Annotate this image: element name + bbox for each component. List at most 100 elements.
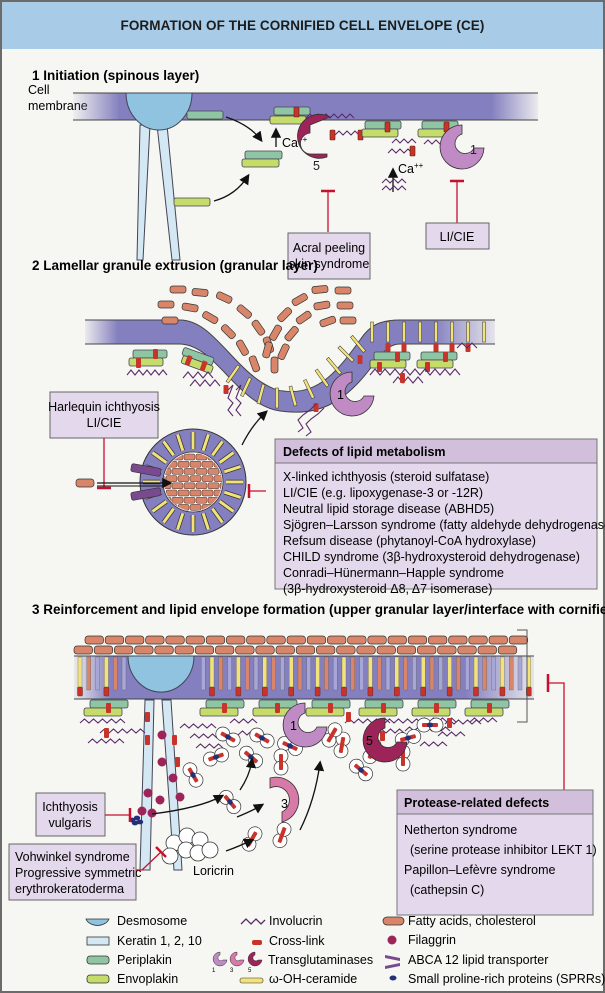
periplakin (186, 110, 224, 120)
crosslink (103, 686, 110, 697)
transglutaminase-1 (282, 702, 328, 748)
fatty-acid (339, 316, 357, 325)
crosslink (381, 703, 386, 713)
fatty-acid (457, 645, 477, 655)
section-2-heading: 2 Lamellar granule extrusion (granular l… (32, 258, 318, 273)
legend-label: Periplakin (117, 953, 172, 967)
disease-box-text: vulgaris (48, 816, 91, 830)
ceramide (151, 451, 168, 464)
crosslink (526, 686, 532, 697)
crosslink (487, 703, 492, 713)
fatty-acid (171, 468, 184, 475)
legend-label: Small proline-rich proteins (SPRRs) (408, 972, 605, 986)
ceramide-icon (239, 977, 264, 984)
ceramide (211, 507, 224, 524)
crosslink (279, 754, 283, 770)
fatty-acid (235, 645, 255, 655)
filaggrin (157, 757, 167, 767)
crosslink (433, 343, 439, 352)
legend-label: Cross-link (269, 934, 325, 948)
membrane-lipid (438, 656, 443, 691)
fatty-acid (205, 635, 226, 645)
ceramide (326, 357, 342, 375)
fatty-acid (251, 319, 266, 336)
fatty-acid (277, 307, 293, 323)
fatty-acid (165, 475, 178, 482)
lipid-defect-item: Sjögren–Larsson syndrome (fatty aldehyde… (283, 518, 605, 532)
membrane-lipid (377, 656, 382, 691)
protease-box-header: Protease-related defects (404, 796, 549, 810)
involucrin (229, 718, 258, 724)
protease-defect-item: Papillon–Lefèvre syndrome (404, 863, 556, 877)
crosslink (275, 703, 280, 713)
protease-defect-item: (serine protease inhibitor LEKT 1) (410, 843, 597, 857)
cell-membrane-label-line2: membrane (28, 99, 88, 113)
fatty-acid (347, 635, 367, 645)
sprr-loricrin-complex (333, 731, 351, 759)
crosslink (314, 686, 321, 697)
fatty-acid (306, 635, 327, 645)
membrane-lipid (482, 656, 487, 691)
crosslink (367, 686, 374, 697)
fatty-acid (183, 453, 196, 461)
crosslink (106, 703, 111, 713)
fatty-acid (183, 496, 196, 504)
lipid-defect-item: LI/CIE (e.g. lipoxygenase-3 or -12R) (283, 486, 483, 500)
crosslink (449, 343, 455, 352)
membrane-lipid (262, 656, 267, 691)
legend-label: Involucrin (269, 914, 323, 928)
fatty-acid (104, 635, 125, 645)
periplakin-icon (86, 955, 110, 965)
sprr (136, 819, 144, 825)
fatty-acid (114, 645, 134, 655)
section-2: 2 Lamellar granule extrusion (granular l… (32, 258, 605, 596)
fatty-acid (428, 635, 448, 645)
loricrin-label: Loricrin (193, 864, 234, 878)
crosslink (380, 731, 385, 741)
crosslink (145, 712, 150, 722)
fatty-acid (154, 645, 174, 655)
fatty-acid (134, 645, 154, 655)
disease-box-harlequin (49, 391, 159, 439)
keratin-icon (86, 936, 110, 946)
ceramide (402, 321, 406, 343)
arrow (225, 116, 263, 143)
sprr-loricrin-complex (182, 762, 204, 788)
membrane-lipid (95, 656, 100, 691)
envoplakin (199, 707, 239, 717)
legend-label: Transglutaminases (268, 953, 373, 967)
disease-box-text: erythrokeratoderma (15, 882, 124, 896)
fatty-acid (376, 645, 396, 655)
membrane-lipid (271, 656, 276, 691)
ceramide (482, 321, 486, 343)
tg1-number: 1 (470, 143, 477, 157)
legend-label: Fatty acids, cholesterol (408, 914, 536, 928)
fatty-acid (201, 460, 214, 468)
crosslink (434, 703, 439, 713)
fatty-acid (201, 475, 214, 482)
membrane-lipid (368, 656, 373, 691)
crosslink (420, 686, 426, 697)
keratin-filament (136, 124, 151, 261)
membrane-lipid (121, 656, 127, 691)
membrane-lipid (253, 656, 259, 691)
desmosome (125, 92, 193, 131)
disease-box-text: Ichthyosis (42, 800, 98, 814)
filaggrin (147, 808, 157, 818)
membrane-lipid (350, 656, 355, 691)
crosslink (262, 686, 268, 697)
membrane-lipid (429, 656, 435, 691)
fatty-acid (213, 475, 222, 482)
calcium-label: Ca++ (282, 135, 308, 150)
ceramide (418, 321, 422, 343)
protease-defect-item: Netherton syndrome (404, 823, 517, 837)
filaggrin (143, 788, 153, 798)
fatty-acid (336, 301, 354, 310)
involucrin (87, 738, 125, 744)
fatty-acid (367, 635, 387, 645)
crosslink (222, 703, 227, 713)
lipid-group (157, 285, 357, 374)
sprr-loricrin-complex (215, 726, 241, 748)
transglutaminase-5 (362, 717, 408, 763)
legend: Desmosome Keratin 1, 2, 10 Periplakin En… (85, 914, 605, 986)
